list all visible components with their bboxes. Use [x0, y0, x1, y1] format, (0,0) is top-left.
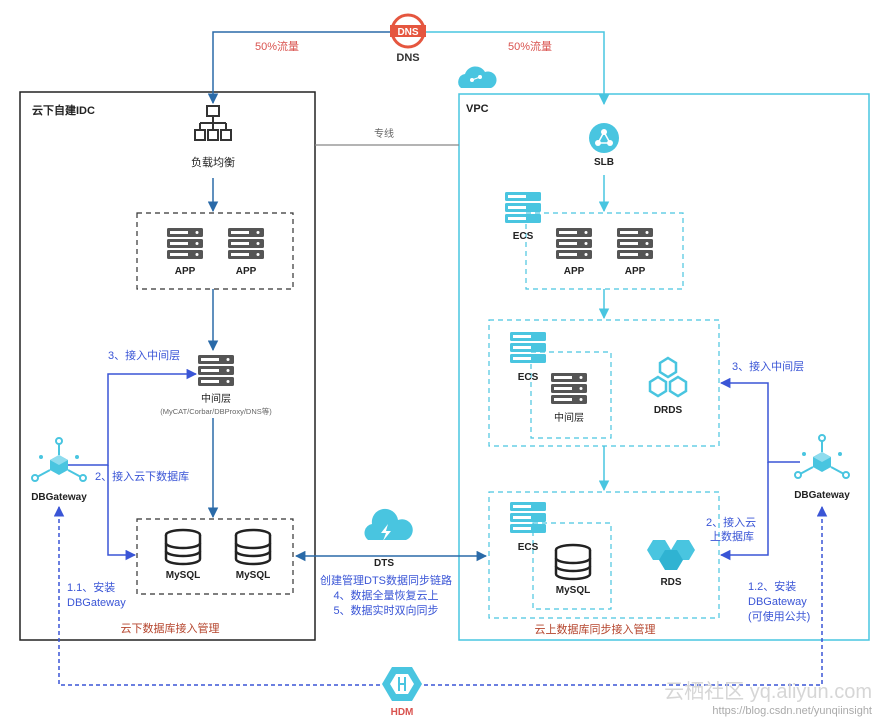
vpc-gateway-label: DBGateway: [794, 490, 850, 501]
vpc-app-server-icon-1: [556, 228, 592, 259]
vpc-mysql-label: MySQL: [556, 585, 590, 596]
watermark-text: 云栖社区 yq.aliyun.com: [664, 680, 872, 703]
vpc-ecs-icon-2: [510, 332, 546, 363]
idc-step1-1-line1: 1.1、安装: [67, 580, 115, 594]
idc-gateway-to-mysql-line: [107, 465, 137, 561]
idc-step2-label: 2、接入云下数据库: [95, 469, 189, 483]
idc-mysql-label-2: MySQL: [236, 570, 270, 581]
vpc-cloud-icon: [458, 66, 497, 88]
idc-mysql-icon-2: [234, 528, 272, 566]
idc-dbgateway-icon: [31, 437, 87, 482]
vpc-app-label-2: APP: [625, 266, 646, 277]
vpc-ecs-label-2: ECS: [518, 372, 539, 383]
idc-app-group: [136, 212, 294, 290]
slb-icon: [589, 123, 619, 153]
hdm-to-idc-gateway-line: [53, 505, 380, 686]
vpc-db-group: [488, 491, 720, 619]
idc-container: [19, 91, 316, 641]
dts-label: DTS: [374, 558, 394, 569]
dns-label: DNS: [396, 52, 419, 64]
vpc-ecs-icon-1: [505, 192, 541, 223]
idc-middleware-label: 中间层: [201, 392, 231, 405]
drds-label: DRDS: [654, 405, 683, 416]
vpc-middleware-server-icon: [551, 373, 587, 404]
idc-app-label-2: APP: [236, 266, 257, 277]
vpc-middleware-label: 中间层: [554, 411, 584, 424]
dts-step-a: 创建管理DTS数据同步链路: [320, 573, 452, 587]
traffic-right-label: 50%流量: [508, 39, 552, 53]
vpc-app-server-icon-2: [617, 228, 653, 259]
idc-mysql-icon-1: [164, 528, 202, 566]
rds-icon: [647, 540, 695, 570]
idc-caption: 云下数据库接入管理: [121, 621, 220, 635]
vpc-app-group: [525, 212, 684, 290]
vpc-ecs-icon-3: [510, 502, 546, 533]
vpc-gateway-to-db-line: [719, 462, 769, 561]
dns-to-idc-line: [207, 31, 392, 105]
dts-cloud-icon: [364, 508, 413, 541]
slb-label: SLB: [594, 157, 614, 168]
vpc-step2-line2: 上数据库: [710, 529, 754, 543]
vpc-caption: 云上数据库同步接入管理: [535, 622, 656, 636]
vpc-step3-label: 3、接入中间层: [732, 360, 804, 373]
vpc-middle-inner: [530, 351, 612, 439]
idc-app-label-1: APP: [175, 266, 196, 277]
load-balancer-icon: [194, 105, 232, 141]
idc-gateway-to-middle-line: [59, 368, 198, 466]
watermark-url: https://blog.csdn.net/yunqiinsight: [712, 705, 872, 717]
idc-step3-label: 3、接入中间层: [108, 349, 180, 362]
vpc-db-inner: [532, 522, 612, 610]
vpc-app-label-1: APP: [564, 266, 585, 277]
vpc-title: VPC: [466, 103, 489, 115]
vpc-mysql-icon: [554, 543, 592, 581]
drds-icon: [648, 356, 688, 398]
vpc-dbgateway-icon: [794, 434, 850, 479]
dts-step-c: 5、数据实时双向同步: [333, 603, 438, 617]
idc-gateway-label: DBGateway: [31, 492, 87, 503]
hdm-icon: [382, 667, 422, 701]
vpc-container: [458, 93, 870, 641]
idc-mysql-group: [136, 518, 294, 595]
idc-step1-1-line2: DBGateway: [67, 597, 126, 609]
vpc-gateway-to-middle-line: [719, 377, 800, 463]
rds-label: RDS: [660, 577, 681, 588]
dns-logo-icon: DNS: [390, 13, 426, 49]
hdm-label: HDM: [391, 707, 414, 718]
idc-middleware-detail: (MyCAT/Corbar/DBProxy/DNS等): [160, 406, 272, 416]
idc-lb-label: 负载均衡: [191, 155, 235, 169]
idc-app-server-icon-2: [228, 228, 264, 259]
vpc-ecs-label-1: ECS: [513, 231, 534, 242]
vpc-step1-2-line2: DBGateway: [748, 596, 807, 608]
idc-title: 云下自建IDC: [32, 103, 95, 117]
idc-mysql-label-1: MySQL: [166, 570, 200, 581]
idc-middleware-server-icon: [198, 355, 234, 386]
traffic-left-label: 50%流量: [255, 39, 299, 53]
dns-logo-text: DNS: [397, 27, 418, 38]
vpc-step1-2-line1: 1.2、安装: [748, 579, 796, 593]
idc-app-server-icon-1: [167, 228, 203, 259]
vpc-ecs-label-3: ECS: [518, 542, 539, 553]
vpc-step1-2-line3: (可使用公共): [748, 610, 810, 623]
dns-to-vpc-line: [424, 31, 610, 106]
dts-step-b: 4、数据全量恢复云上: [333, 588, 438, 602]
vpc-step2-line1: 2、接入云: [706, 516, 756, 529]
dedicated-line-label: 专线: [374, 127, 394, 140]
